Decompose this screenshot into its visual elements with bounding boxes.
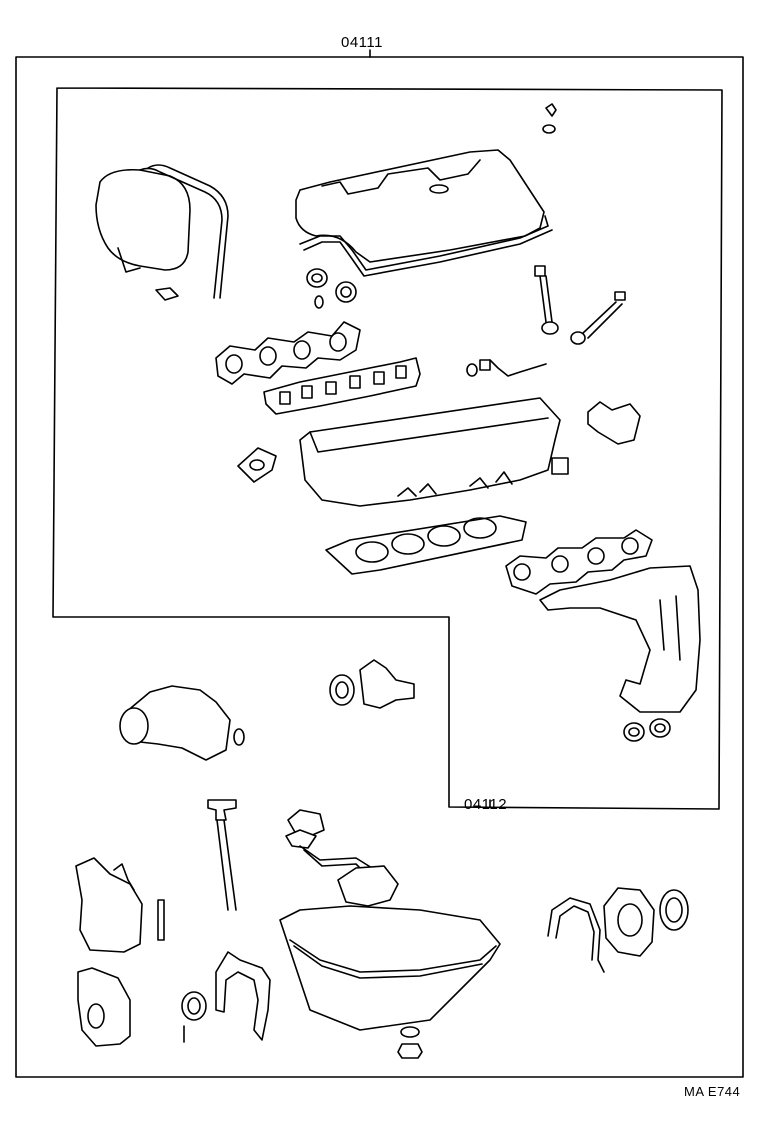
inner-kit-label: 04112 (464, 796, 508, 813)
front-cover-gasket (216, 952, 270, 1040)
rear-seal-retainer (604, 888, 654, 956)
manifold-seal-2 (650, 719, 670, 737)
timing-cover-lower (76, 858, 164, 952)
water-seal (330, 675, 354, 705)
cylinder-head (300, 398, 560, 506)
cam-seal-1 (307, 269, 327, 287)
dipstick (208, 800, 236, 910)
intake-manifold-gasket (264, 358, 420, 414)
oil-pan (280, 906, 500, 1030)
inlet-gasket (238, 448, 276, 482)
outer-kit-frame (16, 57, 743, 1077)
exhaust-manifold-gasket-upper (216, 322, 360, 384)
outer-kit-label: 04111 (341, 34, 383, 51)
cylinder-head-cover (296, 150, 552, 276)
sensor-gasket (467, 364, 477, 376)
rear-oil-seal (660, 890, 688, 930)
figure-code-label: MA E744 (684, 1084, 741, 1099)
drain-plug (398, 1044, 422, 1058)
oil-strainer (286, 810, 398, 906)
plug-tube-seal (315, 296, 323, 308)
inner-kit-frame (53, 88, 722, 809)
exhaust-valve (571, 292, 625, 344)
exhaust-manifold-gasket-lower (506, 530, 652, 594)
rear-seal-gasket (548, 898, 604, 972)
exhaust-manifold (540, 566, 700, 712)
manifold-seal-1 (624, 723, 644, 741)
intake-valve (535, 266, 558, 334)
water-inlet (360, 660, 414, 708)
water-outlet-gasket (588, 402, 640, 444)
sensor-hose (482, 360, 546, 376)
oil-filler-gasket (543, 125, 555, 133)
drain-plug-gasket (401, 1027, 419, 1037)
timing-cover-bottom (78, 968, 130, 1046)
small-square-gasket (552, 458, 568, 474)
oil-filler-cap (546, 104, 556, 116)
cylinder-head-gasket (326, 516, 526, 574)
timing-cover-upper (96, 165, 228, 300)
water-pump (120, 686, 244, 760)
crank-front-seal (182, 992, 206, 1020)
cam-seal-2 (336, 282, 356, 302)
